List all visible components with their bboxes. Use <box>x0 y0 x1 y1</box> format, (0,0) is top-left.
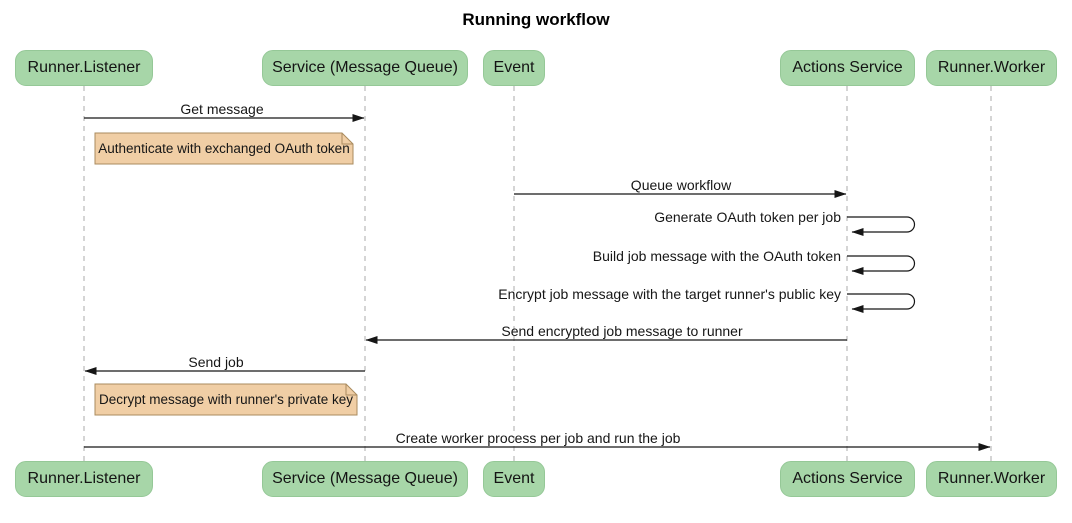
participant-top-actions-service: Actions Service <box>780 50 915 86</box>
note-authenticate-shape <box>94 132 354 165</box>
note-shapes <box>94 132 358 416</box>
participant-label: Actions Service <box>792 470 903 487</box>
participant-label: Event <box>493 470 535 487</box>
lifelines <box>83 86 992 461</box>
participant-label: Actions Service <box>792 59 903 76</box>
note-decrypt-shape <box>94 383 358 416</box>
participant-label: Service (Message Queue) <box>272 59 458 76</box>
message-label-send-job: Send job <box>188 354 244 370</box>
participant-top-runner-worker: Runner.Worker <box>926 50 1057 86</box>
arrow-self-build-job-message <box>847 255 916 275</box>
participant-bottom-service-message-queue: Service (Message Queue) <box>262 461 468 497</box>
message-label-queue-workflow: Queue workflow <box>630 177 732 193</box>
participant-bottom-runner-worker: Runner.Worker <box>926 461 1057 497</box>
arrow-self-encrypt-job-message <box>847 293 916 313</box>
message-label-get-message: Get message <box>180 101 264 117</box>
participant-label: Runner.Worker <box>937 470 1046 487</box>
message-arrows <box>84 114 991 451</box>
participant-top-event: Event <box>483 50 545 86</box>
participant-bottom-actions-service: Actions Service <box>780 461 915 497</box>
note-authenticate: Authenticate with exchanged OAuth token <box>98 141 350 156</box>
message-label-build-job-message: Build job message with the OAuth token <box>592 248 841 264</box>
diagram-title: Running workflow <box>462 10 610 29</box>
note-decrypt-fold-icon <box>345 384 357 396</box>
participant-top-runner-listener: Runner.Listener <box>15 50 153 86</box>
participant-label: Runner.Worker <box>937 59 1046 76</box>
participant-label: Runner.Listener <box>27 59 141 76</box>
participant-bottom-event: Event <box>483 461 545 497</box>
participant-bottom-runner-listener: Runner.Listener <box>15 461 153 497</box>
message-label-send-encrypted-job-message: Send encrypted job message to runner <box>501 323 743 339</box>
participant-top-service-message-queue: Service (Message Queue) <box>262 50 468 86</box>
participant-label: Runner.Listener <box>27 470 141 487</box>
arrow-self-generate-oauth-token <box>847 216 916 236</box>
message-label-generate-oauth-token: Generate OAuth token per job <box>654 209 841 225</box>
participant-label: Service (Message Queue) <box>272 470 458 487</box>
message-label-create-worker-process: Create worker process per job and run th… <box>395 430 681 446</box>
note-decrypt: Decrypt message with runner's private ke… <box>99 392 353 407</box>
note-authenticate-fold-icon <box>341 133 353 145</box>
participant-label: Event <box>493 59 535 76</box>
message-label-encrypt-job-message: Encrypt job message with the target runn… <box>498 286 841 302</box>
